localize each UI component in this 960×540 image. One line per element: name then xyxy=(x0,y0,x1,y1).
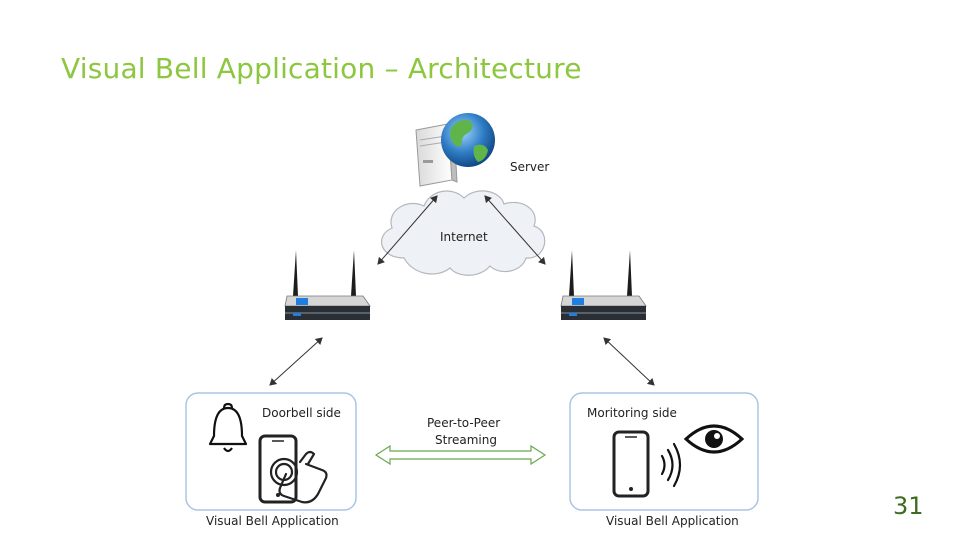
globe-icon xyxy=(441,113,495,167)
wifi-router-icon xyxy=(284,250,371,320)
arrow-router-doorbell xyxy=(269,337,323,386)
doorbell-app-caption: Visual Bell Application xyxy=(206,514,339,528)
monitoring-app-caption: Visual Bell Application xyxy=(606,514,739,528)
monitoring-side-title: Moritoring side xyxy=(587,406,677,420)
bell-icon xyxy=(208,402,248,453)
hand-pointer-icon xyxy=(269,450,328,504)
p2p-label-line2: Streaming xyxy=(435,433,497,447)
wifi-router-icon xyxy=(560,250,647,320)
arrow-server-left-router xyxy=(377,195,438,265)
internet-label: Internet xyxy=(440,230,488,244)
doorbell-side-title: Doorbell side xyxy=(262,406,341,420)
arrow-server-right-router xyxy=(484,195,546,265)
eye-icon xyxy=(683,424,745,454)
server-label: Server xyxy=(510,160,549,174)
slide-title: Visual Bell Application – Architecture xyxy=(61,52,582,85)
page-number: 31 xyxy=(893,492,924,520)
p2p-label-line1: Peer-to-Peer xyxy=(427,416,500,430)
sound-waves-icon xyxy=(660,442,682,488)
arrow-router-monitoring xyxy=(603,337,655,386)
p2p-streaming-arrow xyxy=(374,444,547,466)
smartphone-icon xyxy=(612,430,650,498)
